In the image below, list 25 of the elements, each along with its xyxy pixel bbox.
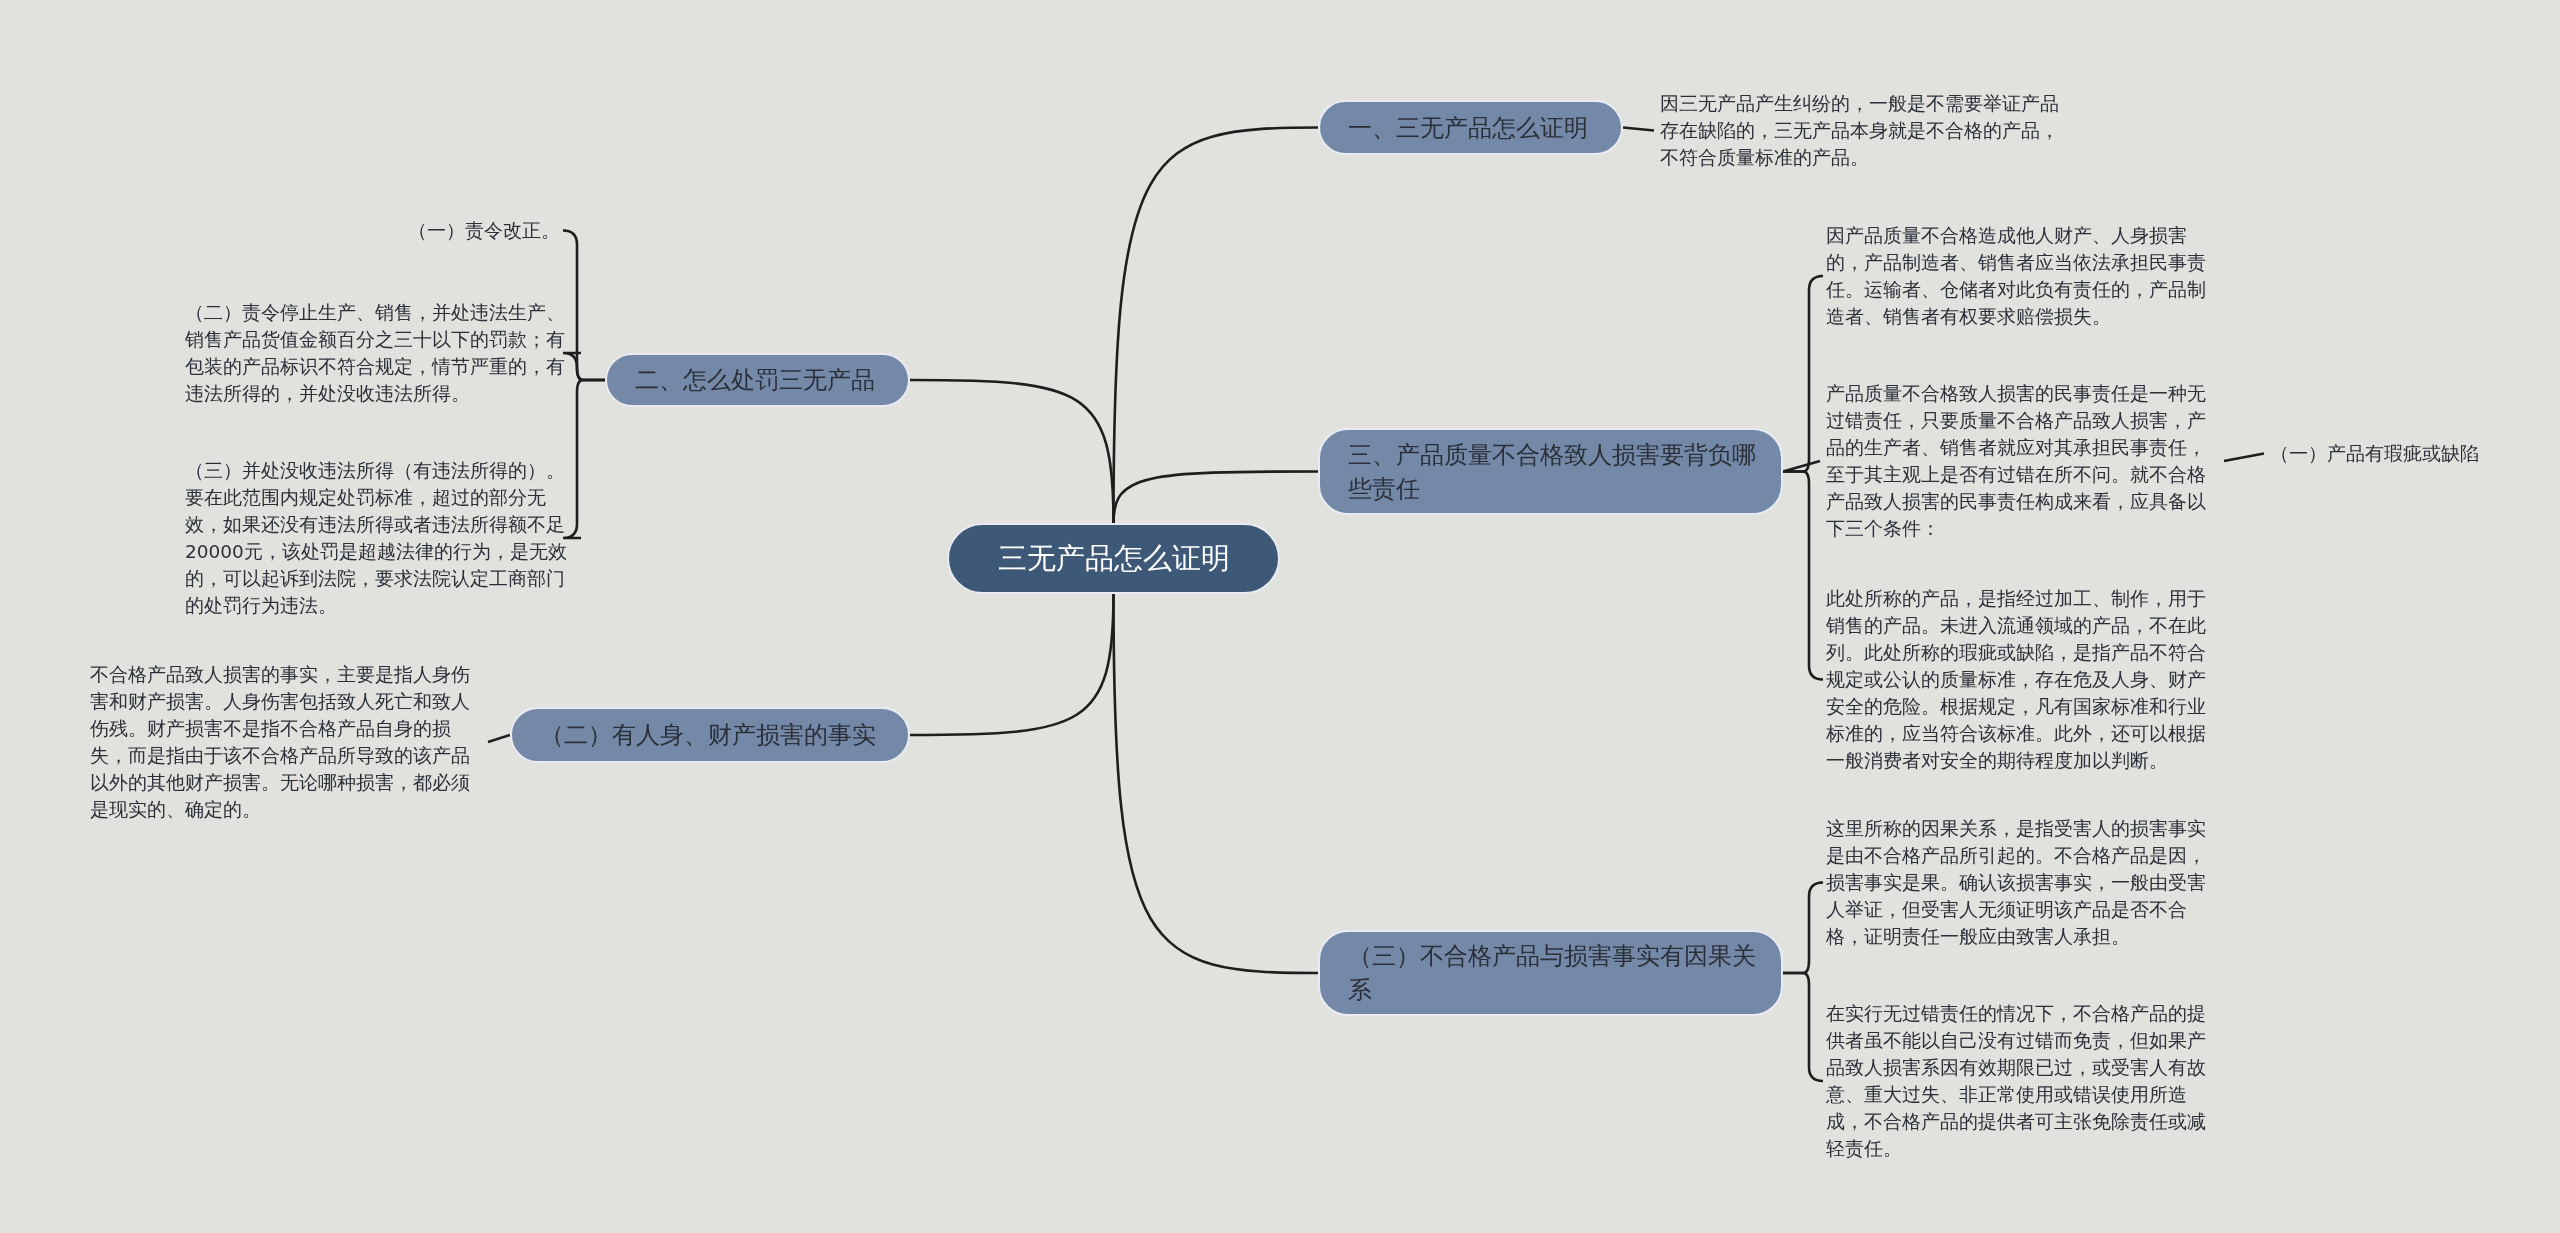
topic-pill: 一、三无产品怎么证明 — [1318, 100, 1623, 155]
connector-line — [487, 733, 511, 744]
note-text: （三）并处没收违法所得（有违法所得的）。要在此范围内规定处罚标准，超过的部分无效，如果还没有违法所得或者违法所得额不足20000元，该处罚是超越法律的行为，是无效的，可以起诉到法院，要求法院认定工商部门的处罚行为违法。 — [185, 457, 575, 619]
note-text: （一）产品有瑕疵或缺陷 — [2270, 440, 2490, 467]
note-text: 这里所称的因果关系，是指受害人的损害事实是由不合格产品所引起的。不合格产品是因，损害事实是果。确认该损害事实，一般由受害人举证，但受害人无须证明该产品是否不合格，证明责任一般应由致害人承担。 — [1826, 815, 2224, 950]
note-text: 因产品质量不合格造成他人财产、人身损害的，产品制造者、销售者应当依法承担民事责任。运输者、仓储者对此负有责任的，产品制造者、销售者有权要求赔偿损失。 — [1826, 222, 2224, 330]
connector-line — [910, 378, 1115, 524]
topic-pill: 三、产品质量不合格致人损害要背负哪些责任 — [1318, 428, 1783, 515]
connector-line — [1622, 126, 1655, 132]
note-text: （二）责令停止生产、销售，并处违法生产、销售产品货值金额百分之三十以下的罚款；有包装的产品标识不符合规定，情节严重的，有违法所得的，并处没收违法所得。 — [185, 299, 575, 407]
connector-line — [2223, 452, 2265, 463]
connector-line — [1783, 971, 1825, 1083]
connector-line — [910, 593, 1115, 737]
central-topic: 三无产品怎么证明 — [947, 523, 1280, 594]
connector-line — [1783, 470, 1825, 681]
note-text: 因三无产品产生纠纷的，一般是不需要举证产品存在缺陷的，三无产品本身就是不合格的产品，不符合质量标准的产品。 — [1660, 90, 2060, 171]
note-text: 在实行无过错责任的情况下，不合格产品的提供者虽不能以自己没有过错而免责，但如果产品致人损害系因有效期限已过，或受害人有故意、重大过失、非正常使用或错误使用所造成，不合格产品的提供者可主张免除责任或减轻责任。 — [1826, 1000, 2224, 1162]
topic-pill: （三）不合格产品与损害事实有因果关系 — [1318, 930, 1783, 1016]
connector-line — [1782, 459, 1821, 473]
note-text: 此处所称的产品，是指经过加工、制作，用于销售的产品。未进入流通领域的产品，不在此列。此处所称的瑕疵或缺陷，是指产品不符合规定或公认的质量标准，存在危及人身、财产安全的危险。根据规定，凡有国家标准和行业标准的，应当符合该标准。此外，还可以根据一般消费者对安全的期待程度加以判断。 — [1826, 585, 2224, 774]
topic-pill: （二）有人身、财产损害的事实 — [510, 707, 910, 763]
topic-pill: 二、怎么处罚三无产品 — [605, 353, 910, 407]
note-text: 不合格产品致人损害的事实，主要是指人身伤害和财产损害。人身伤害包括致人死亡和致人伤残。财产损害不是指不合格产品自身的损失，而是指由于该不合格产品所导致的该产品以外的其他财产损害。无论哪种损害，都必须是现实的、确定的。 — [90, 661, 482, 823]
note-text: （一）责令改正。 — [380, 217, 560, 244]
note-text: 产品质量不合格致人损害的民事责任是一种无过错责任，只要质量不合格产品致人损害，产品的生产者、销售者就应对其承担民事责任，至于其主观上是否有过错在所不问。就不合格产品致人损害的民事责任构成来看，应具备以下三个条件： — [1826, 380, 2224, 542]
